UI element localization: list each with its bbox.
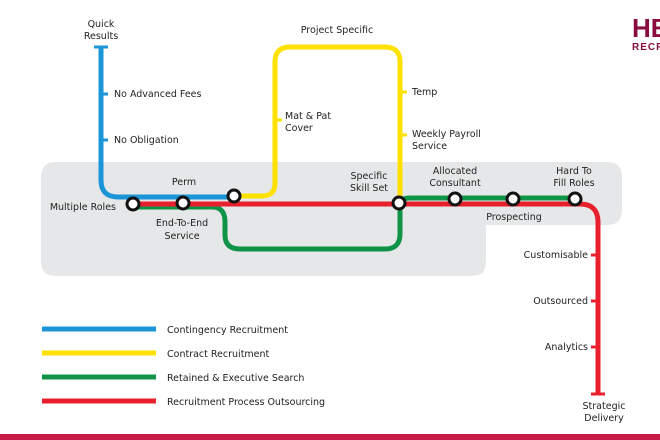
gray-panel [41, 162, 622, 276]
label: End-To-End [156, 218, 208, 229]
legend-label: Retained & Executive Search [167, 373, 304, 384]
label: Perm [172, 177, 196, 188]
station-multiple-roles [125, 196, 141, 212]
legend: Contingency Recruitment Contract Recruit… [42, 325, 325, 408]
label: Analytics [545, 342, 588, 353]
station-perm [175, 195, 191, 211]
label: Multiple Roles [50, 202, 116, 213]
label: Customisable [524, 250, 588, 261]
station-prospecting [505, 191, 521, 207]
label: Outsourced [533, 296, 588, 307]
label: Hard To [556, 166, 592, 177]
logo: HE [632, 13, 660, 43]
label: No Obligation [114, 135, 179, 146]
station-junction [226, 188, 242, 204]
legend-label: Recruitment Process Outsourcing [167, 397, 325, 408]
station-specific-skill-set [391, 195, 407, 211]
label: Weekly Payroll [412, 129, 481, 140]
label: Service [412, 141, 447, 152]
line-yellow [234, 44, 403, 203]
label: Allocated [433, 166, 477, 177]
label: Cover [285, 123, 313, 134]
label: Mat & Pat [285, 111, 331, 122]
label: No Advanced Fees [114, 89, 202, 100]
label: Results [84, 31, 118, 42]
label: Prospecting [486, 212, 542, 223]
legend-label: Contract Recruitment [167, 349, 270, 360]
line-blue [98, 47, 234, 200]
station-hard-to-fill [567, 191, 583, 207]
station-allocated-consultant [447, 191, 463, 207]
bottom-brand-bar [0, 434, 660, 440]
label: Temp [411, 87, 437, 98]
label: Consultant [429, 178, 481, 189]
label: Service [164, 231, 199, 242]
label: Fill Roles [553, 178, 594, 189]
label: Project Specific [301, 25, 374, 36]
label: Delivery [584, 413, 624, 424]
legend-label: Contingency Recruitment [167, 325, 288, 336]
label: Strategic [583, 401, 626, 412]
label: Quick [88, 19, 115, 30]
label: Specific [351, 171, 388, 182]
label: Skill Set [350, 183, 388, 194]
logo-subtitle: RECR [632, 42, 660, 53]
